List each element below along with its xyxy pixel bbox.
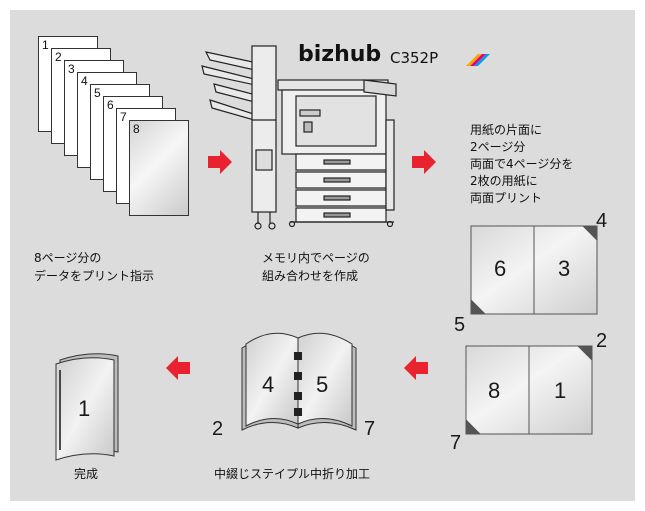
sheet-top-back-corner: 4 bbox=[596, 210, 608, 232]
source-page-number: 3 bbox=[68, 62, 75, 76]
caption-saddle-stitch: 中綴じステイプル中折り加工 bbox=[214, 467, 371, 481]
source-page-number: 8 bbox=[133, 122, 140, 136]
source-page-number: 4 bbox=[81, 74, 88, 88]
sheet-top-left-page: 6 bbox=[494, 256, 507, 281]
brand-logo-mark bbox=[466, 54, 490, 66]
arrow-right-1 bbox=[208, 150, 232, 174]
sheet-top-right-page: 3 bbox=[558, 256, 571, 281]
source-page-number: 5 bbox=[94, 86, 101, 100]
duplex-sheet-top bbox=[470, 225, 598, 315]
staples bbox=[294, 352, 302, 416]
open-booklet bbox=[241, 332, 357, 431]
flow-arrows bbox=[166, 150, 436, 380]
sheet-top-back-corner-2: 5 bbox=[454, 314, 466, 336]
sheet-bottom-left-page: 8 bbox=[488, 378, 501, 403]
closed-booklet bbox=[55, 353, 119, 461]
source-page-number: 7 bbox=[120, 110, 127, 124]
brand-name: bizhub bbox=[298, 42, 382, 67]
source-page-number: 2 bbox=[55, 50, 62, 64]
booklet-left-page: 4 bbox=[262, 372, 275, 397]
sheet-bottom-right-page: 1 bbox=[554, 378, 567, 403]
brand-model: C352P bbox=[390, 49, 439, 67]
sheet-bottom-back-corner: 2 bbox=[596, 330, 608, 352]
caption-duplex-line4: 2枚の用紙に bbox=[470, 174, 538, 188]
booklet-outer-left: 2 bbox=[212, 418, 224, 440]
caption-duplex-line5: 両面プリント bbox=[470, 191, 543, 205]
printer-illustration bbox=[201, 45, 397, 230]
caption-memory-line2: 組み合わせを作成 bbox=[262, 269, 359, 283]
source-page-number: 6 bbox=[107, 98, 114, 112]
caption-duplex-line1: 用紙の片面に bbox=[470, 123, 543, 137]
booklet-cover-page: 1 bbox=[78, 396, 91, 421]
arrow-left-1 bbox=[404, 356, 428, 380]
arrow-right-2 bbox=[412, 150, 436, 174]
sheet-bottom-back-corner-2: 7 bbox=[450, 432, 462, 454]
caption-print-instruction-line1: 8ページ分の bbox=[34, 251, 102, 265]
caption-print-instruction-line2: データをプリント指示 bbox=[34, 269, 155, 283]
arrow-left-2 bbox=[166, 356, 190, 380]
caption-memory-line1: メモリ内でページの bbox=[262, 251, 370, 265]
caption-complete: 完成 bbox=[74, 467, 99, 481]
booklet-outer-right: 7 bbox=[364, 418, 376, 440]
source-page: 8 bbox=[129, 120, 189, 216]
caption-duplex-line2: 2ページ分 bbox=[470, 140, 526, 154]
caption-duplex-line3: 両面で4ページ分を bbox=[470, 157, 574, 171]
booklet-right-page: 5 bbox=[316, 372, 329, 397]
duplex-sheet-bottom bbox=[465, 345, 593, 435]
source-page-number: 1 bbox=[42, 38, 49, 52]
